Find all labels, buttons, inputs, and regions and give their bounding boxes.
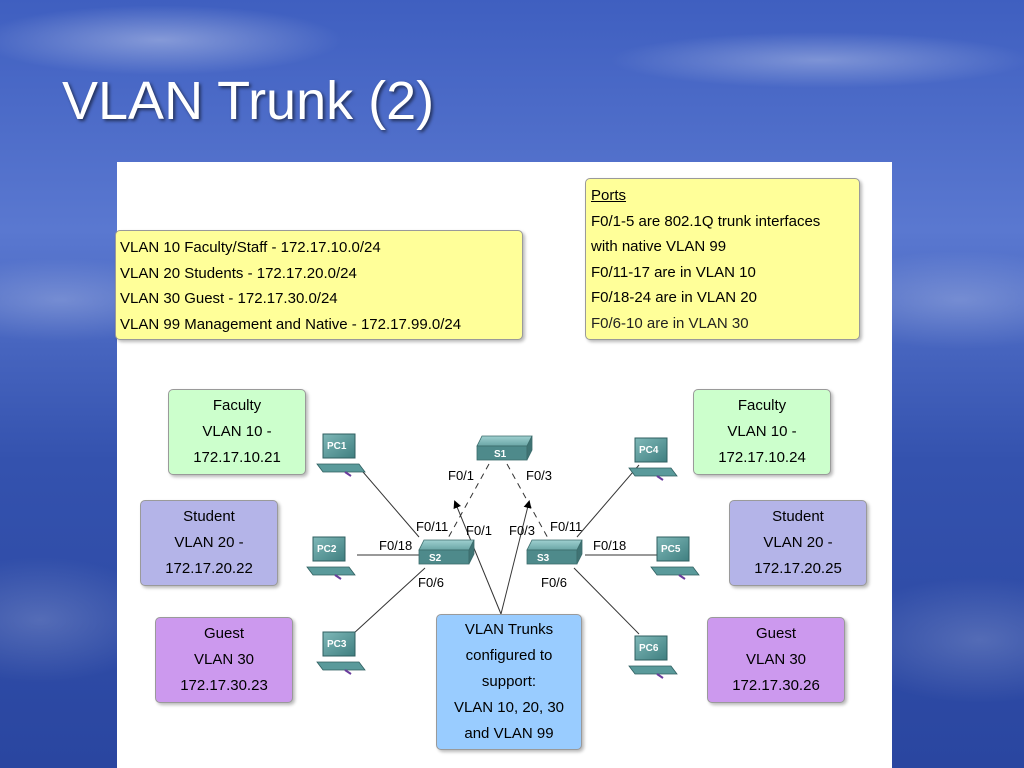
group-left-faculty: Faculty VLAN 10 - 172.17.10.21 bbox=[168, 389, 306, 475]
ports-line: with native VLAN 99 bbox=[591, 238, 727, 255]
switch-s3-label: S3 bbox=[537, 553, 550, 564]
port-label-s2-up-trunk: F0/1 bbox=[466, 523, 492, 538]
pc2-label: PC2 bbox=[317, 544, 337, 555]
link-pc1-s2 bbox=[356, 464, 420, 538]
group-line: Faculty bbox=[212, 397, 262, 414]
port-label-s1-left: F0/1 bbox=[448, 468, 474, 483]
pc3-label: PC3 bbox=[327, 639, 347, 650]
group-line: Student bbox=[183, 508, 235, 525]
port-label-s2-left: F0/18 bbox=[379, 538, 412, 553]
ports-line: F0/6-10 are in VLAN 30 bbox=[591, 314, 749, 332]
group-line: 172.17.20.22 bbox=[165, 560, 253, 577]
vlan-legend-line: VLAN 99 Management and Native - 172.17.9… bbox=[120, 315, 462, 333]
group-line: 172.17.30.26 bbox=[732, 677, 820, 694]
note-line: and VLAN 99 bbox=[464, 725, 554, 742]
port-label-s3-down: F0/6 bbox=[541, 575, 567, 590]
link-pc6-s3 bbox=[573, 567, 640, 635]
pc5-label: PC5 bbox=[661, 544, 681, 555]
port-label-s3-up-pc: F0/11 bbox=[550, 519, 582, 534]
group-line: 172.17.20.25 bbox=[754, 560, 842, 577]
group-line: VLAN 20 - bbox=[763, 534, 833, 551]
group-line: Guest bbox=[203, 625, 245, 642]
port-labels: F0/1 F0/3 F0/11 F0/1 F0/18 F0/6 F0/3 F0/… bbox=[379, 468, 626, 590]
network-links bbox=[352, 463, 657, 635]
trunk-s1-s3 bbox=[506, 463, 550, 541]
pc1-label: PC1 bbox=[327, 441, 347, 452]
switch-s1-label: S1 bbox=[494, 449, 507, 460]
group-line: Student bbox=[772, 508, 824, 525]
vlan-legend-line: VLAN 30 Guest - 172.17.30.0/24 bbox=[120, 290, 338, 307]
group-line: Faculty bbox=[737, 397, 787, 414]
diagram-panel: S1 S2 S3 PC1 PC2 bbox=[115, 162, 892, 768]
note-line: configured to bbox=[465, 647, 553, 664]
group-line: VLAN 30 bbox=[193, 651, 255, 668]
link-pc4-s3 bbox=[576, 464, 640, 538]
ports-line: F0/18-24 are in VLAN 20 bbox=[591, 289, 757, 306]
group-line: Guest bbox=[755, 625, 797, 642]
switch-s2-label: S2 bbox=[429, 553, 442, 564]
group-left-guest: Guest VLAN 30 172.17.30.23 bbox=[155, 617, 293, 703]
note-arrow-s3 bbox=[500, 500, 532, 615]
note-arrow-s2 bbox=[453, 500, 502, 615]
pc5[interactable]: PC5 bbox=[650, 536, 700, 580]
group-line: 172.17.10.24 bbox=[718, 449, 806, 466]
group-line: 172.17.30.23 bbox=[180, 677, 268, 694]
switch-s3[interactable]: S3 bbox=[526, 539, 583, 565]
pc1[interactable]: PC1 bbox=[316, 433, 366, 477]
group-line: 172.17.10.21 bbox=[193, 449, 281, 466]
pc2[interactable]: PC2 bbox=[306, 536, 356, 580]
ports-info-box: Ports F0/1-5 are 802.1Q trunk interfaces… bbox=[585, 178, 860, 340]
ports-line: F0/11-17 are in VLAN 10 bbox=[591, 263, 756, 281]
pc4[interactable]: PC4 bbox=[628, 437, 678, 481]
pc3[interactable]: PC3 bbox=[316, 631, 366, 675]
port-label-s1-right: F0/3 bbox=[526, 468, 552, 483]
pc6-label: PC6 bbox=[639, 643, 659, 654]
vlan-legend-box: VLAN 10 Faculty/Staff - 172.17.10.0/24 V… bbox=[115, 230, 523, 340]
vlan-trunks-note: VLAN Trunks configured to support: VLAN … bbox=[436, 614, 582, 750]
group-right-faculty: Faculty VLAN 10 - 172.17.10.24 bbox=[693, 389, 831, 475]
note-line: VLAN Trunks bbox=[464, 621, 554, 638]
pc6[interactable]: PC6 bbox=[628, 635, 678, 679]
vlan-legend-line: VLAN 10 Faculty/Staff - 172.17.10.0/24 bbox=[120, 239, 381, 256]
switch-s2[interactable]: S2 bbox=[418, 539, 475, 565]
note-line: support: bbox=[481, 673, 537, 690]
ports-heading: Ports bbox=[591, 187, 627, 204]
vlan-legend-line: VLAN 20 Students - 172.17.20.0/24 bbox=[120, 264, 357, 282]
note-line: VLAN 10, 20, 30 bbox=[453, 699, 565, 716]
port-label-s3-up-trunk: F0/3 bbox=[509, 523, 535, 538]
group-line: VLAN 20 - bbox=[174, 534, 244, 551]
diagram-canvas: S1 S2 S3 PC1 PC2 bbox=[306, 433, 700, 679]
trunk-s1-s2 bbox=[446, 463, 490, 541]
group-left-student: Student VLAN 20 - 172.17.20.22 bbox=[140, 500, 278, 586]
switch-s1[interactable]: S1 bbox=[476, 435, 533, 461]
group-right-student: Student VLAN 20 - 172.17.20.25 bbox=[729, 500, 867, 586]
group-line: VLAN 10 - bbox=[202, 423, 272, 440]
pc4-label: PC4 bbox=[639, 445, 659, 456]
ports-line: F0/1-5 are 802.1Q trunk interfaces bbox=[591, 212, 821, 230]
group-line: VLAN 30 bbox=[745, 651, 807, 668]
port-label-s3-right: F0/18 bbox=[593, 538, 626, 553]
port-label-s2-up-pc: F0/11 bbox=[416, 519, 448, 534]
slide-title: VLAN Trunk (2) bbox=[62, 71, 435, 131]
link-pc3-s2 bbox=[352, 567, 426, 635]
port-label-s2-down: F0/6 bbox=[418, 575, 444, 590]
group-line: VLAN 10 - bbox=[727, 423, 797, 440]
group-right-guest: Guest VLAN 30 172.17.30.26 bbox=[707, 617, 845, 703]
